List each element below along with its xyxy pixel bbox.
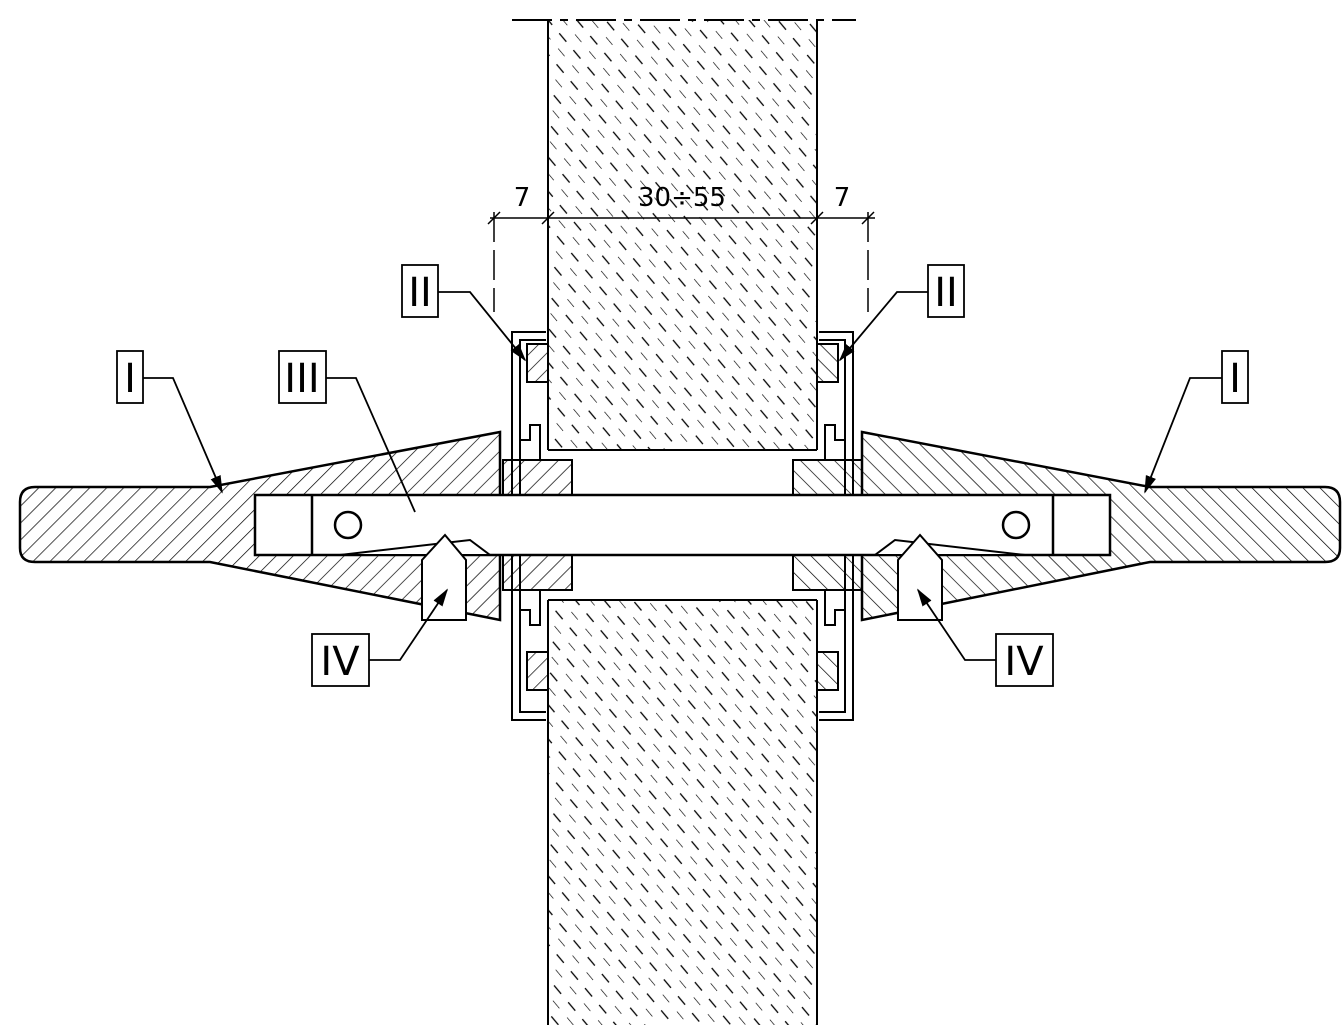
glass-panel-lower <box>547 599 818 1025</box>
dimension-glass-thickness: 30÷55 <box>638 183 726 213</box>
callout-frame-left: II <box>401 264 439 318</box>
dimension-right-gap: 7 <box>834 183 851 213</box>
svg-text:IV: IV <box>1004 639 1044 685</box>
grub-screw-left <box>339 533 493 621</box>
leader-lines <box>143 291 1222 661</box>
svg-text:II: II <box>408 270 432 316</box>
svg-text:III: III <box>284 356 319 402</box>
callout-frame-right: II <box>927 264 965 318</box>
dimension-left-gap: 7 <box>514 183 531 213</box>
svg-text:I: I <box>124 356 136 402</box>
glass-panel-upper <box>547 20 818 451</box>
spindle <box>253 493 1112 557</box>
callout-screw-right: IV <box>995 633 1054 687</box>
callout-handle-left: I <box>116 350 144 404</box>
svg-text:IV: IV <box>320 639 360 685</box>
callout-spindle: III <box>278 350 327 404</box>
callout-screw-left: IV <box>311 633 370 687</box>
callout-handle-right: I <box>1221 350 1249 404</box>
svg-text:II: II <box>934 270 958 316</box>
dimension-lines <box>487 211 875 312</box>
svg-text:I: I <box>1229 356 1241 402</box>
